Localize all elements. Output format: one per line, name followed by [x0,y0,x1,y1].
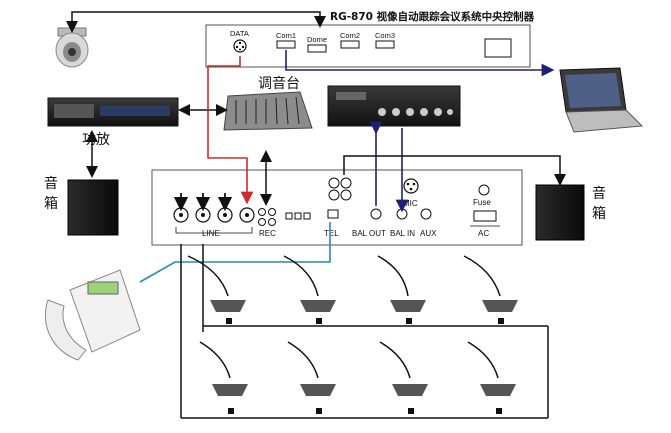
speaker-right-label-1: 音 [592,185,606,202]
speaker-right-label-2: 箱 [592,206,606,222]
controller-title: RG-870 视像自动跟踪会议系统中央控制器 [330,10,535,23]
tel-label: TEL [324,229,339,238]
dome-camera [55,27,89,68]
mixer: 调音台 [223,75,313,131]
mic-label: MIC [403,199,418,208]
laptop [559,67,644,133]
delegate-mic [187,255,246,324]
line-label: LINE [202,229,220,238]
data-port: DATA [230,29,249,53]
amplifier: 功放 [47,97,179,148]
com3-port: Com3 [375,31,395,49]
speaker-left: 音 箱 [44,175,119,236]
mic-row-2 [199,341,516,414]
amplifier-label: 功放 [82,132,110,148]
com2-label: Com2 [340,31,360,40]
dome-label: Dome [307,35,327,44]
mixer-label: 调音台 [258,75,300,92]
power-switch [484,38,512,58]
dome-port: Dome [307,35,327,53]
delegate-mic [283,255,336,324]
rec-ports: REC [258,208,276,238]
bal-out-label: BAL OUT [352,229,386,238]
fuse-ac: Fuse AC [470,184,500,238]
com2-port: Com2 [340,31,360,49]
camera-cable [66,11,326,33]
speaker-left-label-2: 箱 [44,196,58,212]
line-inputs: LINE [173,193,255,238]
bal-in-label: BAL IN [390,229,415,238]
mic-port: MIC [403,178,419,208]
right-speaker-cable [343,155,566,186]
dip-switches [285,212,311,220]
aux-label: AUX [420,229,437,238]
central-controller: RG-870 视像自动跟踪会议系统中央控制器 DATA Com1 Dome Co… [205,10,535,68]
delegate-mic [199,341,248,414]
main-unit: LINE REC TEL BAL OUT BAL IN AUX [151,169,523,246]
mic-row-1 [187,255,518,324]
com1-port: Com1 [276,31,296,49]
rec-label: REC [259,229,276,238]
tel-port: TEL [324,177,352,238]
com3-label: Com3 [375,31,395,40]
laptop-cable [285,50,555,77]
delegate-mic [463,255,518,324]
processor [327,85,461,127]
delegate-mic [467,341,516,414]
mic-bus [180,244,549,419]
speaker-right: 音 箱 [535,184,606,241]
data-port-label: DATA [230,29,249,38]
data-red-cable [207,56,254,205]
tel-cable [139,222,331,283]
bal-ports [370,208,432,220]
fuse-label: Fuse [473,198,491,207]
delegate-mic [287,341,336,414]
com1-label: Com1 [276,31,296,40]
delegate-mic [377,255,426,324]
speaker-left-label-1: 音 [44,175,58,192]
telephone [44,269,141,361]
delegate-mic [379,341,428,414]
ac-label: AC [478,229,489,238]
